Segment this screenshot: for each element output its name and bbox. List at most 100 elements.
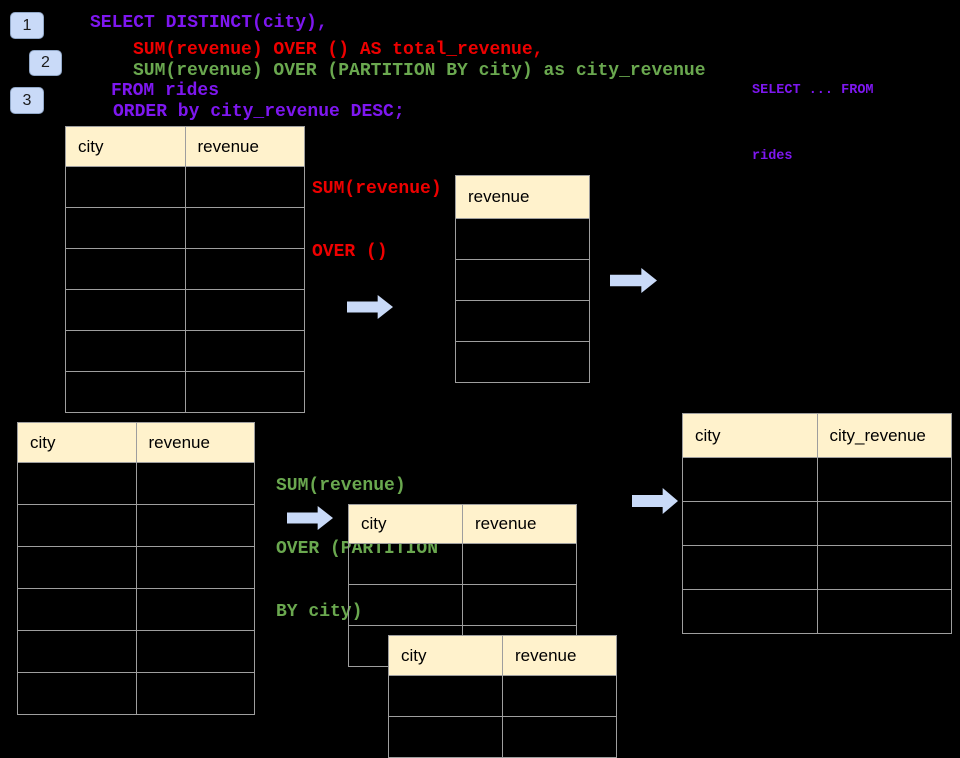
empty-cell: [65, 166, 186, 208]
side-note-line: SELECT ... FROM: [752, 83, 874, 98]
table-row: [455, 259, 590, 301]
empty-cell: [682, 545, 818, 590]
empty-cell: [135, 504, 255, 547]
flow-arrow-right-icon: [347, 295, 393, 319]
sql-line-sum-over-partition: SUM(revenue) OVER (PARTITION BY city) as…: [133, 61, 706, 81]
annotation-line: SUM(revenue): [312, 179, 442, 199]
empty-cell: [17, 462, 137, 505]
empty-cell: [135, 462, 255, 505]
empty-cell: [348, 584, 463, 626]
table-total-revenue-result: revenue: [455, 175, 590, 383]
empty-cell: [682, 457, 818, 502]
table-row: [682, 589, 952, 634]
empty-cell: [816, 589, 952, 634]
empty-cell: [682, 589, 818, 634]
table-row: [388, 716, 617, 758]
empty-cell: [184, 248, 305, 290]
empty-cell: [502, 716, 617, 758]
empty-cell: [184, 166, 305, 208]
empty-cell: [816, 457, 952, 502]
table-row: [17, 588, 255, 631]
column-header: city: [682, 413, 818, 458]
empty-cell: [135, 630, 255, 673]
table-row: [65, 371, 305, 413]
diagram-canvas: 1 2 3 SELECT DISTINCT(city), SUM(revenue…: [10, 12, 952, 758]
sql-line-sum-over-total: SUM(revenue) OVER () AS total_revenue,: [133, 40, 544, 60]
empty-cell: [17, 504, 137, 547]
empty-cell: [65, 289, 186, 331]
table-row: [17, 630, 255, 673]
flow-arrow-right-icon: [610, 268, 657, 293]
column-header: revenue: [455, 175, 590, 219]
empty-cell: [462, 543, 577, 585]
empty-cell: [455, 341, 590, 383]
empty-cell: [502, 675, 617, 717]
empty-cell: [135, 546, 255, 589]
flow-arrow-right-icon: [287, 506, 333, 530]
empty-cell: [816, 545, 952, 590]
table-row: [65, 207, 305, 249]
empty-cell: [388, 716, 503, 758]
empty-cell: [65, 330, 186, 372]
sql-line-from: FROM rides: [111, 81, 220, 101]
column-header: city: [65, 126, 186, 167]
table-row: [455, 341, 590, 383]
column-header: revenue: [462, 504, 577, 544]
column-header: revenue: [135, 422, 255, 463]
empty-cell: [184, 207, 305, 249]
sql-side-note: SELECT ... FROM rides: [752, 36, 874, 212]
header-row: revenue: [455, 175, 590, 219]
column-header: city_revenue: [816, 413, 952, 458]
step-badge-2: 2: [29, 50, 62, 76]
empty-cell: [348, 543, 463, 585]
column-header: city: [348, 504, 463, 544]
annotation-line: OVER (): [312, 242, 388, 262]
table-row: [388, 675, 617, 717]
side-note-line: rides: [752, 149, 793, 164]
sql-line-select: SELECT DISTINCT(city),: [90, 13, 328, 33]
empty-cell: [455, 300, 590, 342]
column-header: revenue: [502, 635, 617, 676]
empty-cell: [184, 330, 305, 372]
step-badge-1: 1: [10, 12, 44, 39]
table-row: [455, 300, 590, 342]
empty-cell: [17, 588, 137, 631]
empty-cell: [184, 289, 305, 331]
column-header: revenue: [184, 126, 305, 167]
table-row: [682, 457, 952, 502]
empty-cell: [65, 371, 186, 413]
table-row: [65, 289, 305, 331]
table-row: [65, 248, 305, 290]
sql-line-order-by: ORDER by city_revenue DESC;: [113, 102, 405, 122]
table-row: [17, 672, 255, 715]
column-header: city: [388, 635, 503, 676]
table-row: [65, 166, 305, 208]
empty-cell: [388, 675, 503, 717]
column-header: city: [17, 422, 137, 463]
table-row: [17, 504, 255, 547]
flow-arrow-right-icon: [632, 488, 678, 514]
table-row: [348, 584, 577, 626]
table-row: [682, 501, 952, 546]
empty-cell: [184, 371, 305, 413]
empty-cell: [816, 501, 952, 546]
empty-cell: [65, 248, 186, 290]
table-row: [455, 218, 590, 260]
table-row: [65, 330, 305, 372]
table-row: [17, 462, 255, 505]
empty-cell: [455, 259, 590, 301]
table-row: [682, 545, 952, 590]
empty-cell: [682, 501, 818, 546]
empty-cell: [17, 672, 137, 715]
empty-cell: [17, 546, 137, 589]
empty-cell: [65, 207, 186, 249]
